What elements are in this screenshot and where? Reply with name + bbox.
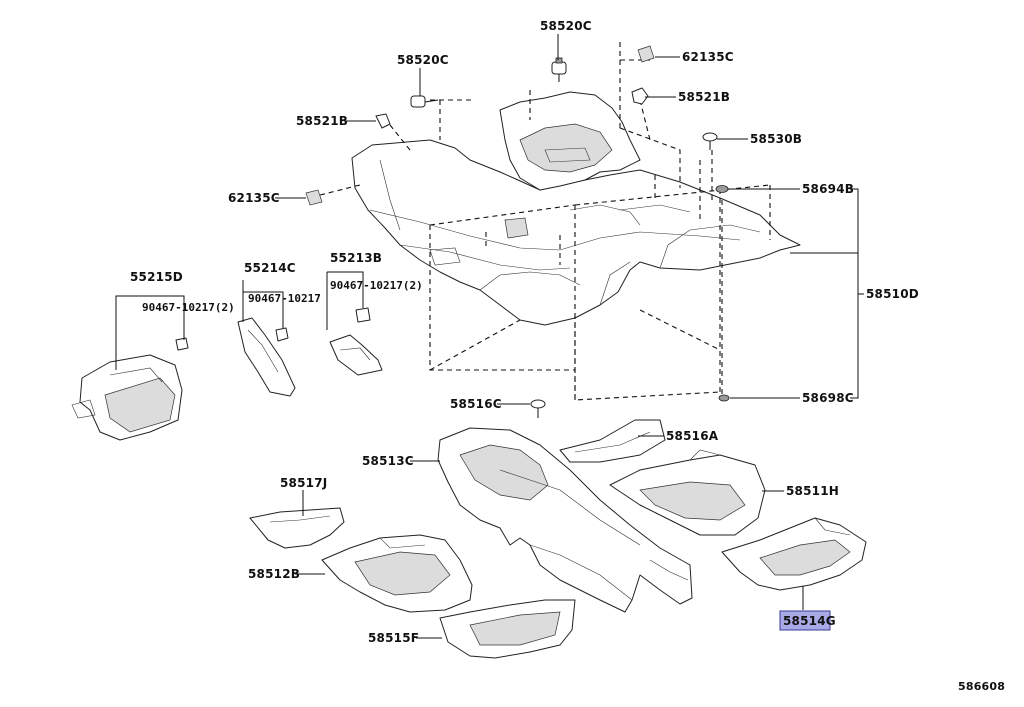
label-58694b[interactable]: 58694B [802,182,854,196]
pin-58520c-left-icon [410,95,439,108]
label-58512b[interactable]: 58512B [248,567,300,581]
dashed-guide-lines [319,40,771,401]
clip-58516c-icon [530,399,546,418]
label-58520c-top[interactable]: 58520C [540,19,592,33]
clip-58521b-right-icon [631,87,649,105]
screw-55214c-icon [275,327,289,342]
label-58514g[interactable]: 58514G [783,614,836,628]
label-58521b-left[interactable]: 58521B [296,114,348,128]
clip-62135c-top-icon [637,45,655,63]
leader-lines [115,34,864,639]
clip-58521b-left-icon [375,113,391,129]
part-55213b-bracket [329,307,383,376]
label-62135c-left[interactable]: 62135C [228,191,280,205]
part-58515f-mat [439,599,576,659]
screw-55213b-icon [355,307,371,323]
label-90467-55213b[interactable]: 90467-10217(2) [330,279,423,292]
label-55213b[interactable]: 55213B [330,251,382,265]
clip-58694b-icon [715,185,729,193]
label-55214c[interactable]: 55214C [244,261,296,275]
part-55214c-bracket [237,317,296,397]
label-58514g-highlight [779,610,831,631]
part-55215d-panel [71,337,189,441]
label-55215d[interactable]: 55215D [130,270,183,284]
diagram-id: 586608 [958,680,1005,693]
part-58512b-mat [321,534,473,613]
part-58513c-tunnel [437,427,693,613]
label-90467-55214c[interactable]: 90467-10217 [248,292,321,305]
clip-58530b-icon [702,132,718,150]
label-62135c-top[interactable]: 62135C [682,50,734,64]
part-58511h-mat [609,449,766,536]
label-58530b[interactable]: 58530B [750,132,802,146]
part-58514g-mat [721,517,867,591]
pin-58520c-top-icon [551,57,567,82]
part-labels: 58520C 58520C 62135C 58521B 58521B 58530… [130,19,919,645]
fasteners [305,45,730,418]
label-58511h[interactable]: 58511H [786,484,839,498]
label-58516c[interactable]: 58516C [450,397,502,411]
floor-carpet-assembly [351,91,801,326]
label-58698c[interactable]: 58698C [802,391,854,405]
label-58517j[interactable]: 58517J [280,476,327,490]
label-58520c-left[interactable]: 58520C [397,53,449,67]
label-58521b-right[interactable]: 58521B [678,90,730,104]
part-58517j-mat [249,507,345,549]
part-58516a-mat [559,419,666,463]
clip-62135c-left-icon [305,189,323,206]
clip-58698c-icon [718,394,730,402]
label-90467-55215d[interactable]: 90467-10217(2) [142,301,235,314]
label-58516a[interactable]: 58516A [666,429,719,443]
label-58513c[interactable]: 58513C [362,454,414,468]
label-58510d[interactable]: 58510D [866,287,919,301]
label-58515f[interactable]: 58515F [368,631,419,645]
screw-55215d-icon [175,337,189,351]
